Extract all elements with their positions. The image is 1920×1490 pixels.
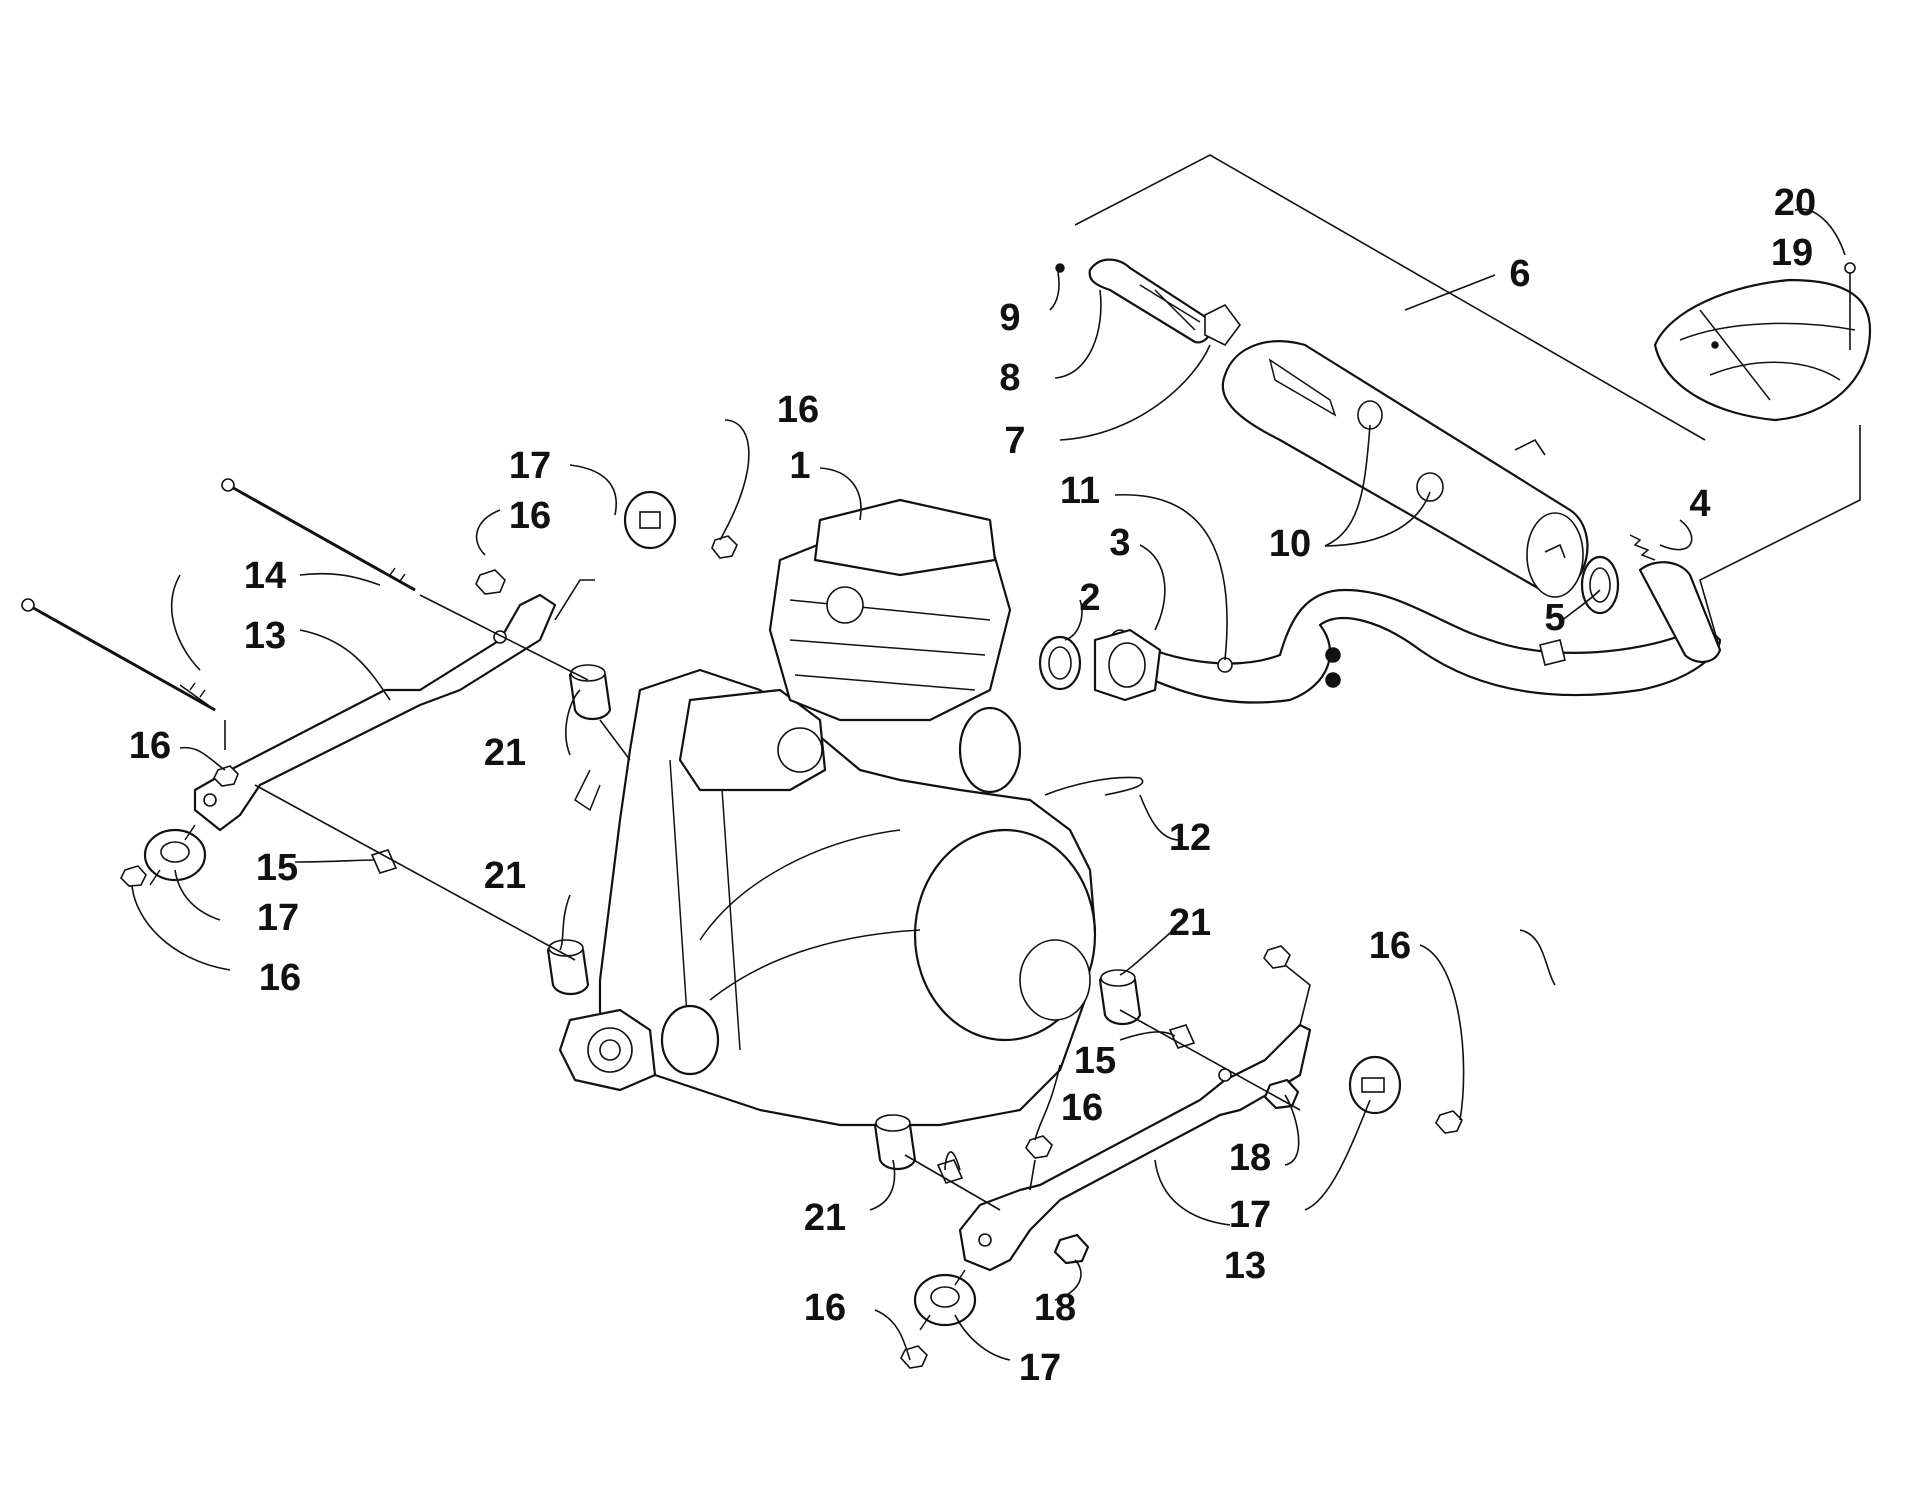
nut bbox=[1263, 945, 1291, 969]
grommet-lower bbox=[1416, 472, 1444, 502]
heat-shield-edge bbox=[1044, 776, 1144, 796]
callout-17-right: 17 bbox=[1229, 1194, 1271, 1236]
callout-1: 1 bbox=[789, 445, 810, 487]
callout-9: 9 bbox=[999, 297, 1020, 339]
screw bbox=[1055, 263, 1065, 273]
callout-16-left-mid: 16 bbox=[129, 725, 171, 767]
callout-16-right-top: 16 bbox=[1369, 925, 1411, 967]
pipe-clamp bbox=[1539, 639, 1566, 666]
callout-16-top-left: 16 bbox=[509, 495, 551, 537]
callout-13-left: 13 bbox=[244, 615, 286, 657]
callout-13-right: 13 bbox=[1224, 1245, 1266, 1287]
gasket bbox=[1204, 303, 1241, 347]
callout-16-bottom: 16 bbox=[804, 1287, 846, 1329]
nut bbox=[1025, 1135, 1053, 1159]
callout-3: 3 bbox=[1109, 522, 1130, 564]
callout-21-right: 21 bbox=[1169, 902, 1211, 944]
nut bbox=[900, 1345, 928, 1369]
callout-15-left: 15 bbox=[256, 847, 298, 889]
callout-12: 12 bbox=[1169, 817, 1211, 859]
callout-21-lower-left: 21 bbox=[484, 855, 526, 897]
flange-nut bbox=[1053, 1233, 1090, 1265]
long-bolt-lower bbox=[27, 603, 216, 712]
exhaust-assembly-bracket bbox=[1074, 154, 1706, 441]
callout-14: 14 bbox=[244, 555, 286, 597]
rubber-mount-right-bottom bbox=[913, 1269, 977, 1331]
spacer-lower-left bbox=[546, 939, 590, 996]
exhaust-flange bbox=[1093, 628, 1162, 702]
exhaust-pipe bbox=[1107, 588, 1722, 704]
callout-21-bottom: 21 bbox=[804, 1197, 846, 1239]
callout-labels: 1 2 3 4 5 6 7 8 9 10 11 12 13 13 14 15 1… bbox=[129, 182, 1816, 1389]
engine bbox=[558, 498, 1097, 1127]
nut bbox=[213, 765, 239, 787]
bushing-right-upper bbox=[1168, 1024, 1196, 1049]
nut bbox=[1435, 1110, 1463, 1134]
callout-8: 8 bbox=[999, 357, 1020, 399]
callout-6: 6 bbox=[1509, 253, 1530, 295]
spacer-right-lower bbox=[873, 1114, 917, 1171]
callout-11: 11 bbox=[1060, 470, 1100, 512]
callout-5: 5 bbox=[1544, 597, 1565, 639]
spacer-upper-left bbox=[568, 664, 612, 721]
callout-10: 10 bbox=[1269, 523, 1311, 565]
bushing-left bbox=[370, 849, 398, 874]
callout-17-top-left: 17 bbox=[509, 445, 551, 487]
callout-19: 19 bbox=[1771, 232, 1813, 274]
callout-17-bottom: 17 bbox=[1019, 1347, 1061, 1389]
callout-2: 2 bbox=[1079, 577, 1100, 619]
shield-leader-line bbox=[1699, 425, 1861, 651]
nut bbox=[120, 865, 147, 887]
shield-screw bbox=[1844, 262, 1856, 274]
callout-21-upper-left: 21 bbox=[484, 732, 526, 774]
callout-16-right-mid: 16 bbox=[1061, 1087, 1103, 1129]
spacer-right-upper bbox=[1098, 969, 1142, 1026]
spark-arrestor bbox=[1088, 258, 1213, 344]
callout-leaders bbox=[131, 208, 1846, 1361]
spring-bracket bbox=[1544, 543, 1566, 559]
tail-pipe-joint bbox=[1580, 555, 1722, 663]
callout-18-right-upper: 18 bbox=[1229, 1137, 1271, 1179]
nut bbox=[711, 535, 738, 559]
callout-4: 4 bbox=[1689, 483, 1710, 525]
callout-16-left-bottom: 16 bbox=[259, 957, 301, 999]
callout-15-right: 15 bbox=[1074, 1040, 1116, 1082]
callout-16-top-center: 16 bbox=[777, 389, 819, 431]
callout-17-left-bottom: 17 bbox=[257, 897, 299, 939]
callout-18-right-lower: 18 bbox=[1034, 1287, 1076, 1329]
spring bbox=[1629, 534, 1656, 561]
heat-shield bbox=[1653, 278, 1872, 422]
callout-20: 20 bbox=[1774, 182, 1816, 224]
callout-7: 7 bbox=[1004, 420, 1025, 462]
bolt bbox=[1217, 657, 1233, 673]
rubber-mount-left-bottom bbox=[143, 824, 207, 886]
grommet-upper bbox=[1357, 400, 1383, 430]
nut bbox=[475, 569, 506, 595]
